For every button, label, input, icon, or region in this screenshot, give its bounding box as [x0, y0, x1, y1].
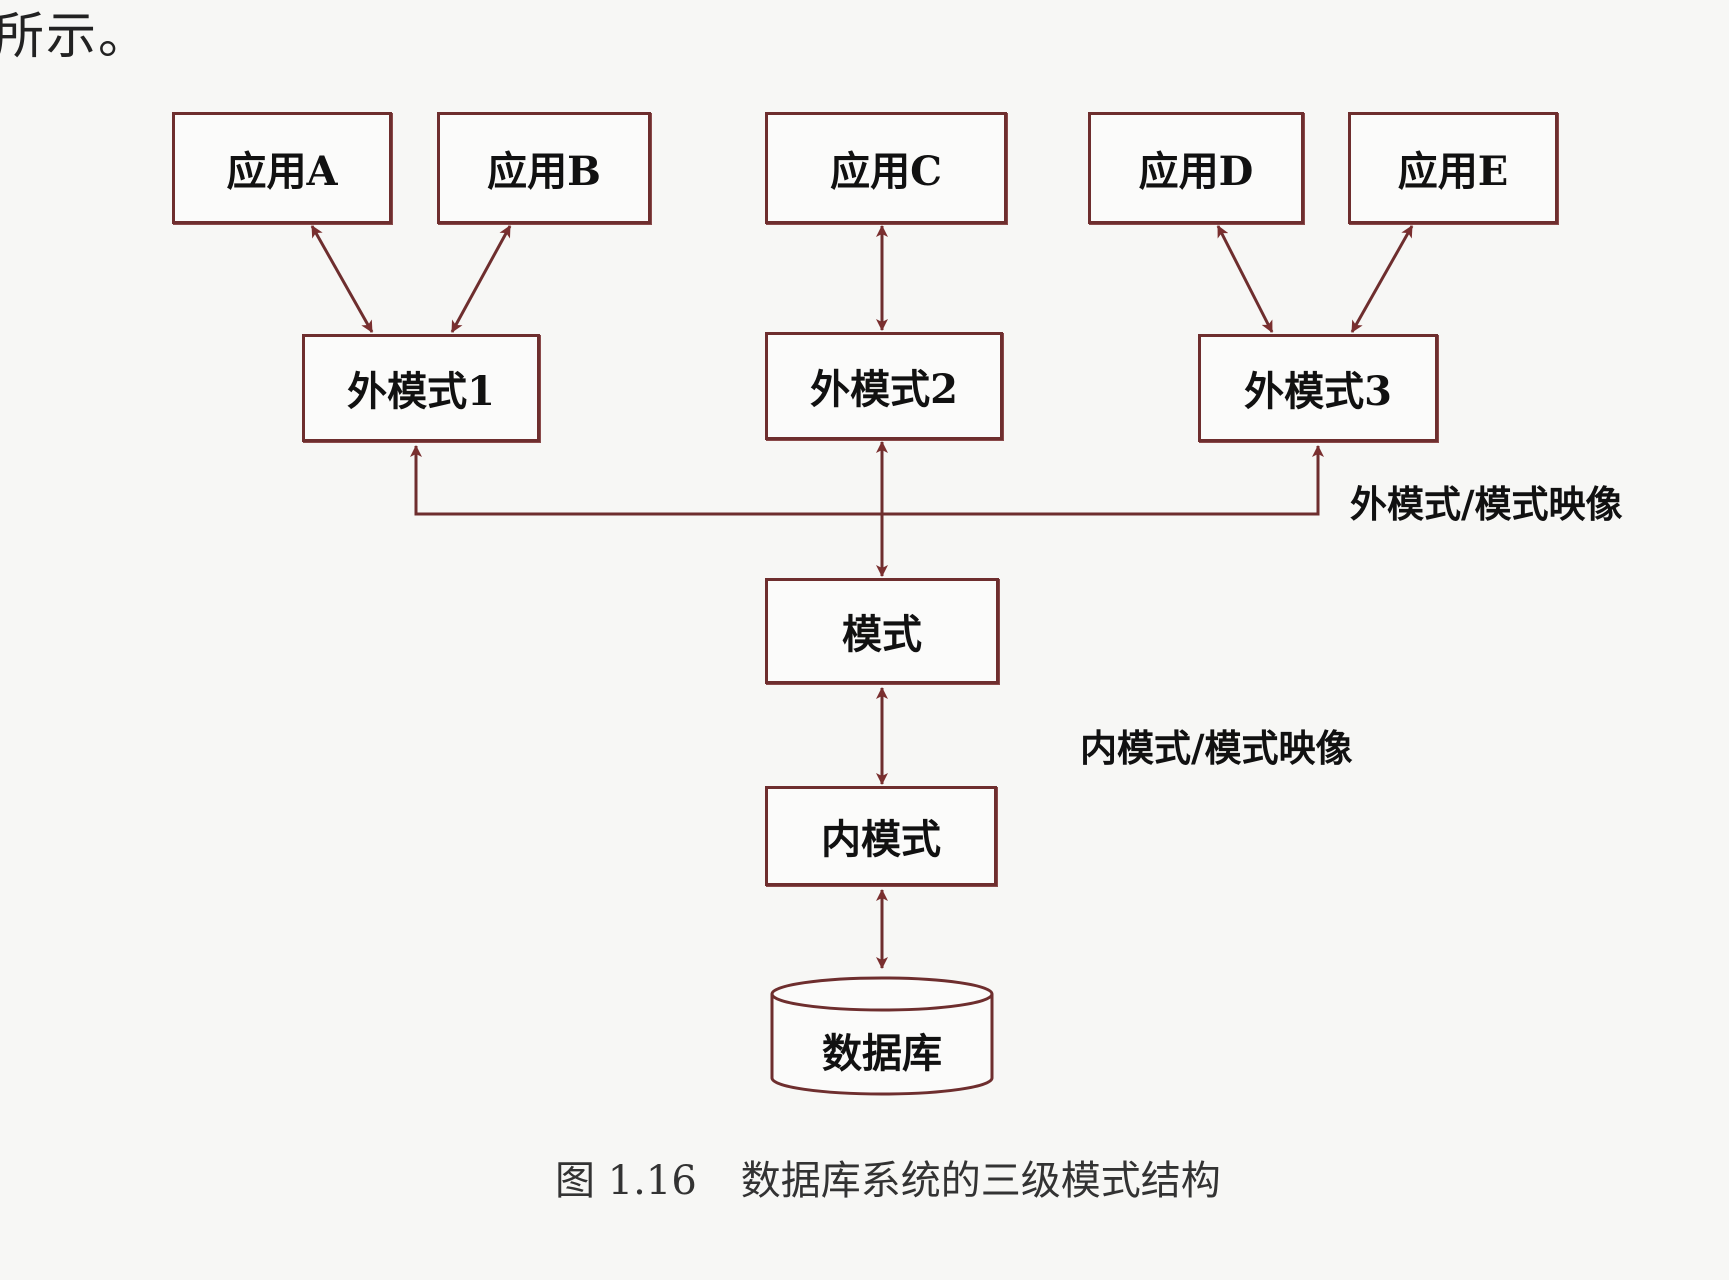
mapping-bus: [410, 445, 1324, 516]
arrow-appD-ext3: [1216, 225, 1274, 333]
database-label: 数据库: [822, 1030, 942, 1077]
caption-title: 数据库系统的三级模式结构: [740, 1158, 1221, 1204]
app-b-box: 应用B: [437, 112, 651, 224]
figure-caption: 图 1.16 数据库系统的三级模式结构: [555, 1148, 1221, 1206]
app-c-box: 应用C: [765, 112, 1007, 224]
external-schema-3-box: 外模式3: [1198, 334, 1438, 442]
app-a-box: 应用A: [172, 112, 392, 224]
arrow-appA-ext1: [310, 225, 374, 333]
external-mapping-label: 外模式/模式映像: [1350, 482, 1623, 526]
schema-box: 模式: [765, 578, 999, 684]
internal-schema-box: 内模式: [765, 786, 997, 886]
internal-mapping-label: 内模式/模式映像: [1080, 726, 1353, 770]
database-cylinder: [770, 976, 994, 1096]
arrow-appE-ext3: [1350, 225, 1414, 333]
app-d-box: 应用D: [1088, 112, 1304, 224]
arrow-appB-ext1: [450, 225, 512, 333]
top-text: 所示。: [0, 7, 150, 65]
external-schema-1-box: 外模式1: [302, 334, 540, 442]
caption-number: 图 1.16: [555, 1158, 697, 1204]
app-e-box: 应用E: [1348, 112, 1558, 224]
external-schema-2-box: 外模式2: [765, 332, 1003, 440]
